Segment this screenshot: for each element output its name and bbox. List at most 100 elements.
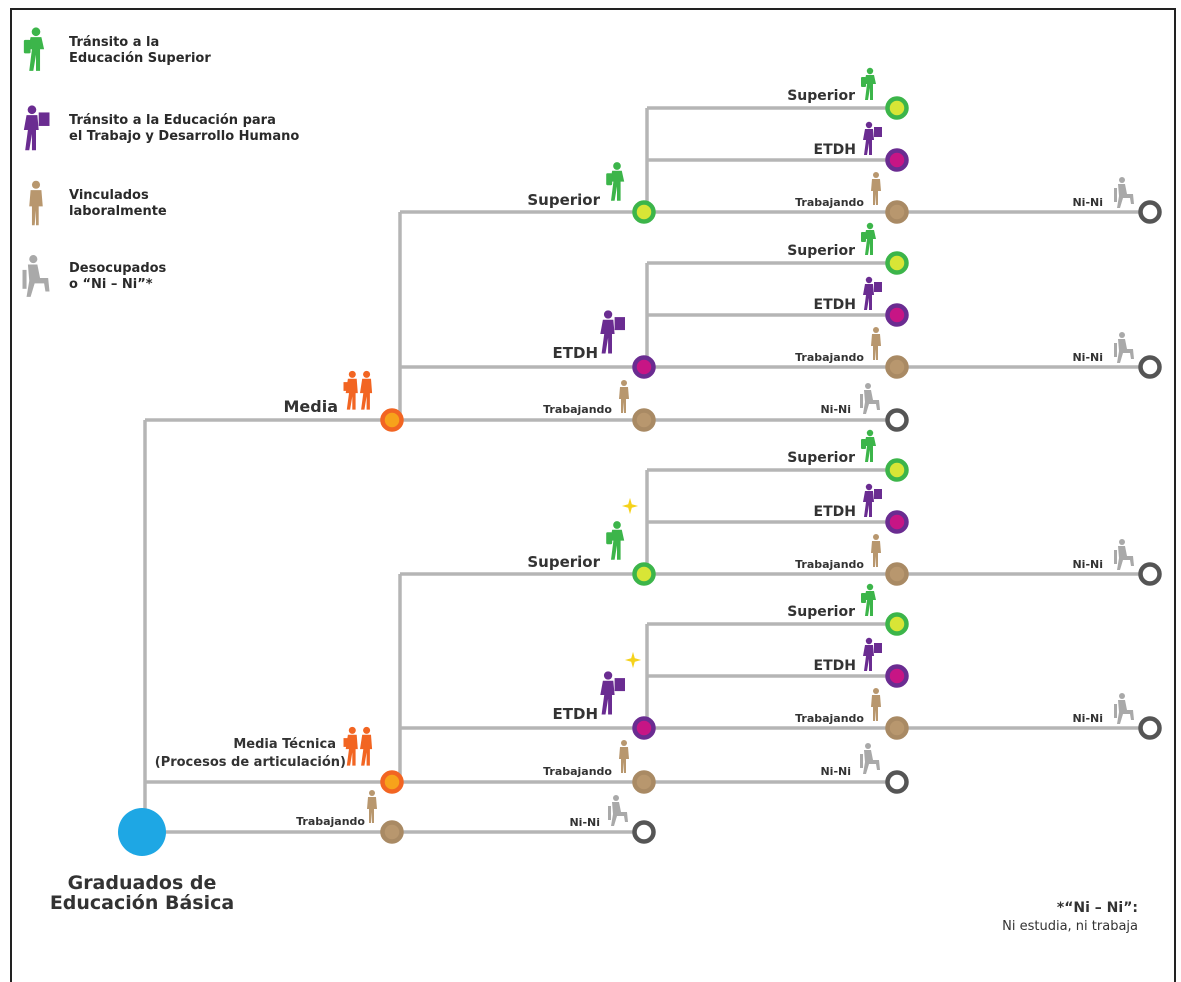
superior-node: [885, 251, 909, 275]
etdh-node: [885, 510, 909, 534]
work-person-icon: [619, 740, 629, 773]
footnote-title: *“Ni – Ni”:: [1057, 900, 1138, 916]
work-person-icon: [871, 327, 881, 360]
trabajando-node: [885, 716, 909, 740]
superior-node: [632, 562, 656, 586]
nodes: [118, 96, 1162, 856]
nini-person-icon: [1114, 332, 1134, 363]
media-person-icon: [343, 370, 373, 410]
leaf-label-ni-ni: Ni-Ni: [1072, 196, 1103, 209]
leaf-label-ni-ni: Ni-Ni: [1072, 712, 1103, 725]
leaf-label-trabajando: Trabajando: [795, 712, 864, 725]
superior-person-icon: [861, 429, 876, 462]
trabajando-node: [380, 820, 404, 844]
media-tecnica-label: Media Técnica: [233, 737, 336, 752]
etdh-node: [885, 664, 909, 688]
level2-superior-label: Superior: [527, 191, 600, 209]
root-label-line2: Educación Básica: [50, 892, 234, 914]
leaf-label-etdh: ETDH: [814, 142, 856, 158]
work-person-icon: [871, 688, 881, 721]
level2-etdh-label: ETDH: [553, 344, 598, 362]
legend-nini-line1: Desocupados: [69, 261, 167, 276]
etdh-person-icon: [863, 483, 882, 517]
etdh-person-icon: [23, 105, 50, 151]
legend-etdh-line1: Tránsito a la Educación para: [69, 113, 276, 128]
nini-person-icon: [1114, 177, 1134, 208]
superior-person-icon: [861, 67, 876, 100]
media-label: Media: [283, 397, 338, 416]
mt-trabajando-label: Trabajando: [543, 765, 612, 778]
connector-lines: [143, 106, 1148, 834]
media-node: [380, 770, 404, 794]
nini-person-icon: [608, 795, 628, 826]
leaf-label-superior: Superior: [787, 604, 855, 620]
nini-person-icon: [1114, 539, 1134, 570]
leaf-label-superior: Superior: [787, 243, 855, 259]
superior-node: [885, 612, 909, 636]
work-person-icon: [367, 790, 377, 823]
superior-node: [885, 96, 909, 120]
etdh-person-icon: [863, 121, 882, 155]
leaf-label-ni-ni: Ni-Ni: [1072, 558, 1103, 571]
leaf-label-trabajando: Trabajando: [795, 351, 864, 364]
ni-ni-node: [632, 820, 656, 844]
etdh-person-icon: [863, 276, 882, 310]
ni-ni-node: [885, 770, 909, 794]
superior-person-icon: [606, 162, 625, 201]
etdh-node: [632, 716, 656, 740]
etdh-person-icon: [863, 637, 882, 671]
legend-superior-line2: Educación Superior: [69, 51, 211, 66]
superior-person-icon: [23, 27, 45, 71]
legend-nini-line2: o “Ni – Ni”*: [69, 277, 153, 292]
trabajando-node: [632, 770, 656, 794]
mt-etdh-label: ETDH: [553, 705, 598, 723]
leaf-label-trabajando: Trabajando: [795, 196, 864, 209]
footnote-text: Ni estudia, ni trabaja: [1002, 919, 1138, 934]
ni-ni-node: [885, 408, 909, 432]
leaf-label-trabajando: Trabajando: [795, 558, 864, 571]
superior-node: [632, 200, 656, 224]
work-person-icon: [871, 172, 881, 205]
mt-ni-ni-label: Ni-Ni: [820, 765, 851, 778]
nini-person-icon: [860, 383, 880, 414]
mt-superior-label: Superior: [527, 553, 600, 571]
etdh-person-icon: [600, 671, 625, 715]
leaf-label-etdh: ETDH: [814, 658, 856, 674]
level2-trabajando-label: Trabajando: [543, 403, 612, 416]
root-label-line1: Graduados de: [68, 872, 217, 894]
trabajando-node: [885, 200, 909, 224]
superior-person-icon: [606, 521, 625, 560]
legend-etdh-line2: el Trabajo y Desarrollo Humano: [69, 129, 299, 144]
leaf-label-ni-ni: Ni-Ni: [1072, 351, 1103, 364]
nini-person-icon: [860, 743, 880, 774]
etdh-node: [885, 148, 909, 172]
etdh-person-icon: [600, 310, 625, 354]
leaf-label-superior: Superior: [787, 450, 855, 466]
superior-person-icon: [861, 222, 876, 255]
nini-person-icon: [22, 255, 50, 297]
root-trabajando-label: Trabajando: [296, 815, 365, 828]
work-person-icon: [29, 180, 43, 226]
root-ni-ni-label: Ni-Ni: [569, 816, 600, 829]
level2-ni-ni-label: Ni-Ni: [820, 403, 851, 416]
media-person-icon: [343, 726, 373, 766]
diagram-frame: [10, 8, 1176, 982]
trabajando-node: [885, 562, 909, 586]
media-node: [380, 408, 404, 432]
root-node: [118, 808, 166, 856]
superior-person-icon: [861, 583, 876, 616]
work-person-icon: [871, 534, 881, 567]
trabajando-node: [632, 408, 656, 432]
legend-work-line2: laboralmente: [69, 204, 167, 219]
leaf-label-etdh: ETDH: [814, 504, 856, 520]
legend-work-line1: Vinculados: [69, 188, 149, 203]
ni-ni-node: [1138, 562, 1162, 586]
ni-ni-node: [1138, 716, 1162, 740]
leaf-label-etdh: ETDH: [814, 297, 856, 313]
star-person-icon: [621, 497, 639, 515]
ni-ni-node: [1138, 200, 1162, 224]
star-person-icon: [624, 651, 642, 669]
media-tecnica-sub-label: (Procesos de articulación): [155, 755, 346, 770]
